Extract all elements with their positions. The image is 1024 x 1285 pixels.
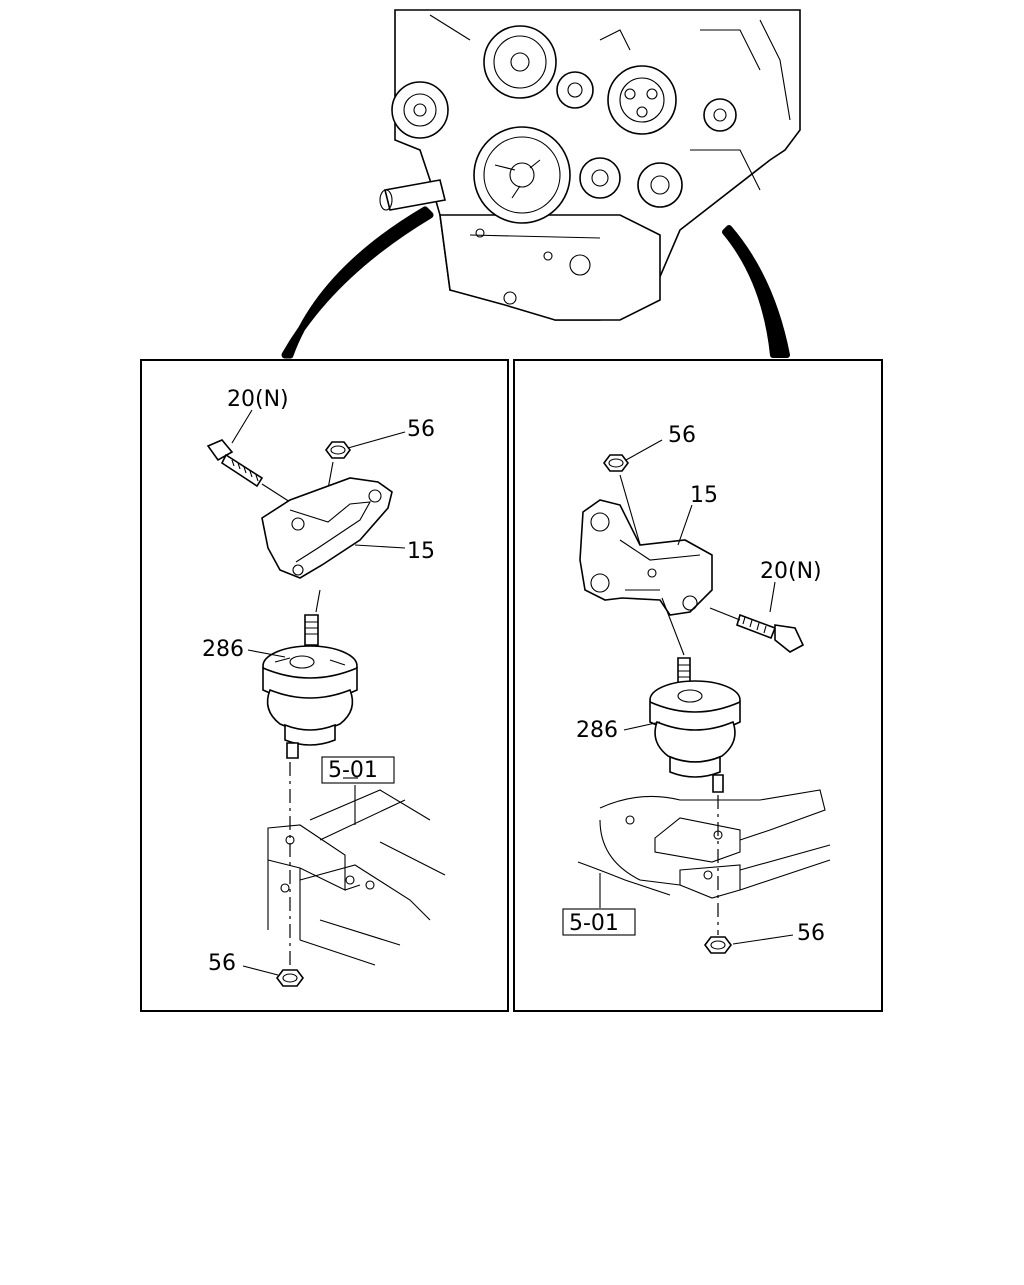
right-label-mount: 286: [576, 718, 618, 743]
right-label-bracket: 15: [690, 483, 718, 508]
left-nut-bottom: [276, 969, 304, 987]
left-bolt: [206, 439, 291, 503]
right-label-nut-bottom: 56: [797, 921, 825, 946]
callout-arrows: [281, 206, 790, 359]
right-label-bolt: 20(N): [760, 559, 822, 584]
right-nut-bottom: [704, 936, 732, 954]
left-label-mount: 286: [202, 637, 244, 662]
right-label-nut-top: 56: [668, 423, 696, 448]
left-leaders: [231, 409, 406, 976]
left-ref-box: [321, 756, 395, 784]
right-ref-box: [562, 908, 636, 936]
engine-illustration: [379, 9, 801, 321]
right-bracket: [579, 499, 713, 616]
right-frame: [577, 789, 831, 899]
left-label-bolt: 20(N): [227, 387, 289, 412]
left-label-bracket: 15: [407, 539, 435, 564]
left-label-ref: 5-01: [328, 758, 378, 783]
left-bracket: [261, 477, 393, 579]
left-mount: [262, 589, 358, 759]
left-label-nut-bottom: 56: [208, 951, 236, 976]
right-leaders: [599, 439, 794, 945]
right-panel: [513, 359, 883, 1012]
left-label-nut-top: 56: [407, 417, 435, 442]
right-label-ref: 5-01: [569, 911, 619, 936]
left-frame: [267, 785, 446, 966]
left-panel: [140, 359, 509, 1012]
right-mount: [649, 597, 741, 793]
right-bolt: [709, 607, 805, 653]
